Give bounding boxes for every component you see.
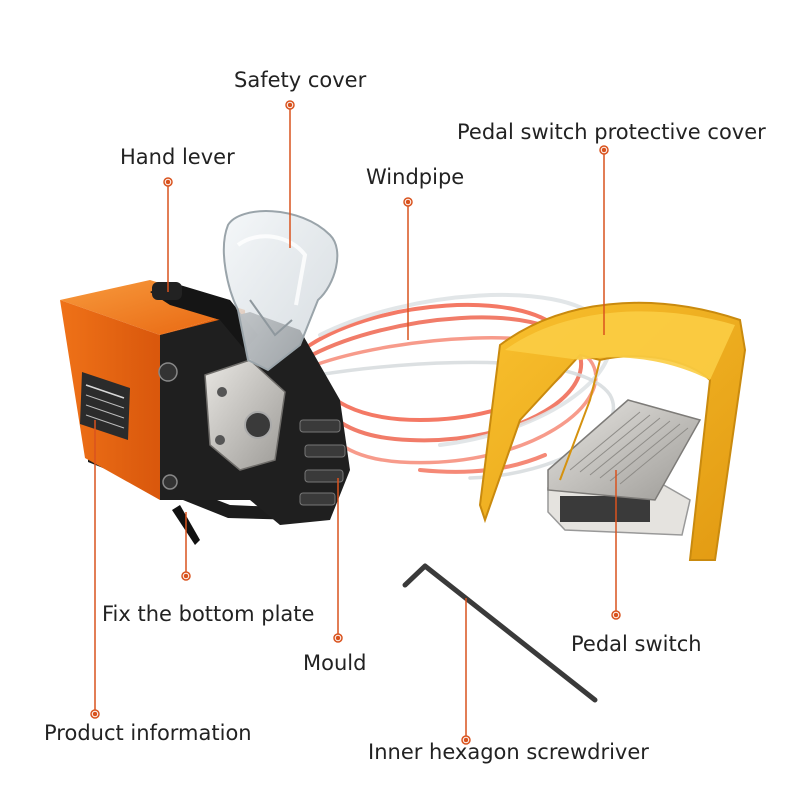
label-product-information: Product information	[44, 721, 252, 745]
label-mould: Mould	[303, 651, 367, 675]
label-inner-hexagon-screwdriver: Inner hexagon screwdriver	[368, 740, 649, 764]
callout-dots	[90, 100, 621, 745]
label-pedal-switch-protective-cover: Pedal switch protective cover	[457, 120, 766, 144]
label-windpipe: Windpipe	[366, 165, 465, 189]
label-hand-lever: Hand lever	[120, 145, 235, 169]
hex-key-screwdriver	[402, 563, 598, 703]
label-pedal-switch: Pedal switch	[571, 632, 702, 656]
label-safety-cover: Safety cover	[234, 68, 367, 92]
label-fix-bottom-plate: Fix the bottom plate	[102, 602, 315, 626]
pedal-switch	[478, 301, 747, 561]
callout-lines	[94, 105, 617, 740]
crimping-machine	[60, 210, 350, 545]
